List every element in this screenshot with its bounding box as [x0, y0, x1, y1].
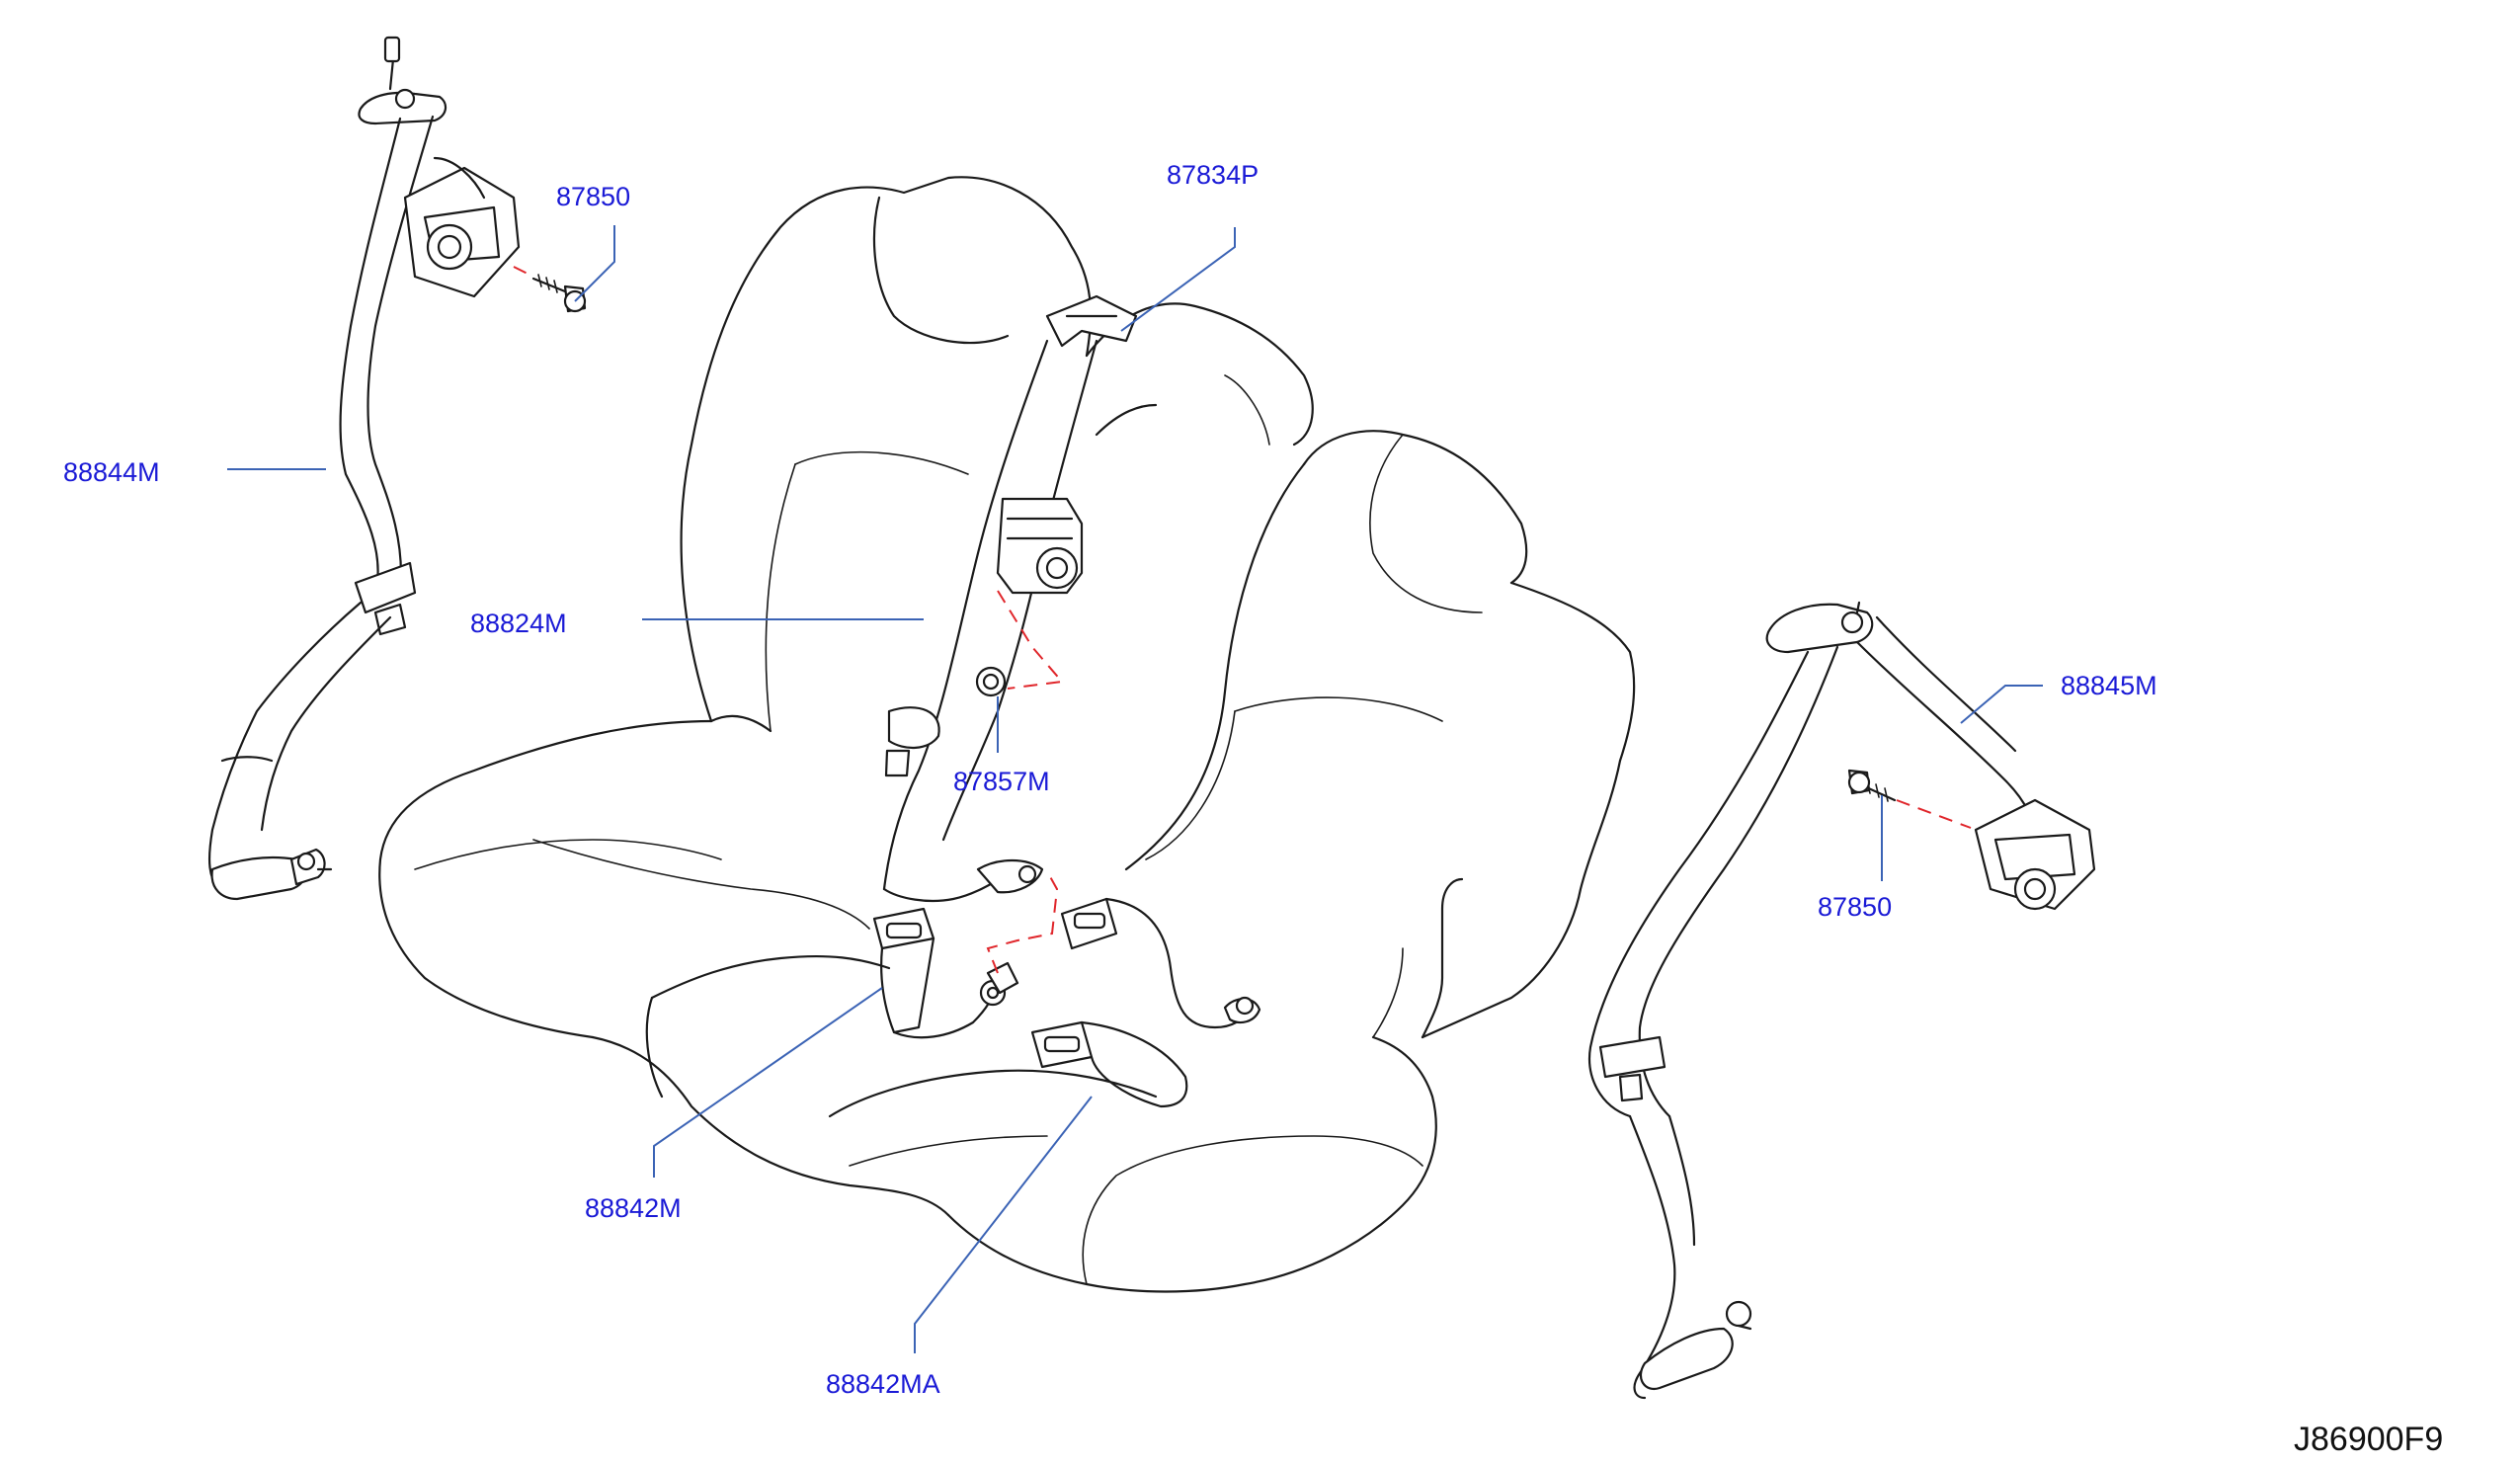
- dashed-guides: [513, 266, 1972, 974]
- leader-88842MA: [914, 1096, 1093, 1353]
- label-87850-left: 87850: [556, 182, 630, 211]
- label-87857M: 87857M: [953, 767, 1050, 796]
- label-87850-right: 87850: [1818, 892, 1892, 922]
- label-87834P: 87834P: [1167, 160, 1259, 190]
- label-88845M: 88845M: [2061, 671, 2157, 700]
- left-outboard-belt-illustration: [207, 36, 587, 901]
- rear-seat-illustration: [378, 176, 1636, 1293]
- center-belt-illustration: [882, 294, 1138, 903]
- leader-lines: [227, 225, 2043, 1353]
- leader-88845M: [1960, 685, 2043, 724]
- label-88824M: 88824M: [470, 609, 567, 638]
- right-outboard-belt-illustration: [1587, 601, 2096, 1400]
- label-88842M: 88842M: [585, 1193, 682, 1223]
- dashed-bolt-right: [1896, 799, 1972, 829]
- diagram-reference-code: J86900F9: [2294, 1421, 2443, 1458]
- leader-87850-left: [574, 225, 615, 302]
- label-88844M: 88844M: [63, 457, 160, 487]
- leader-88842M: [653, 987, 883, 1178]
- leader-87834P: [1120, 227, 1236, 332]
- dashed-bolt-left: [513, 266, 534, 278]
- dashed-buckle-anchor: [986, 870, 1059, 974]
- dashed-nut-center: [997, 590, 1064, 690]
- buckles-illustration: [872, 897, 1261, 1108]
- label-88842MA: 88842MA: [826, 1369, 940, 1399]
- callout-labels: 87850 88844M 87834P 88824M 87857M 88845M…: [63, 160, 2157, 1399]
